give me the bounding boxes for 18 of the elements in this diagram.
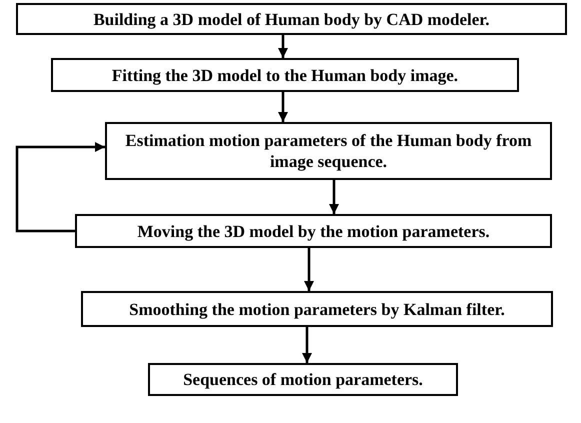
arrow (304, 248, 314, 291)
arrow (278, 35, 288, 58)
box-text: Sequences of motion parameters. (183, 369, 423, 390)
process-box (81, 291, 553, 327)
box-text: Moving the 3D model by the motion parameters. (137, 220, 490, 242)
arrow (329, 180, 339, 214)
process-box (75, 214, 552, 248)
arrow (278, 92, 288, 122)
box-text: Smoothing the motion parameters by Kalman filter. (129, 298, 505, 320)
process-box (105, 122, 552, 180)
box-text: Estimation motion parameters of the Human body from image sequence. (124, 130, 533, 172)
process-box (148, 363, 458, 396)
arrow (302, 327, 312, 363)
process-box (16, 3, 567, 35)
box-text: Fitting the 3D model to the Human body image. (112, 64, 458, 86)
process-box (51, 58, 519, 92)
box-text: Building a 3D model of Human body by CAD modeler. (93, 8, 490, 30)
arrow (16, 142, 105, 232)
